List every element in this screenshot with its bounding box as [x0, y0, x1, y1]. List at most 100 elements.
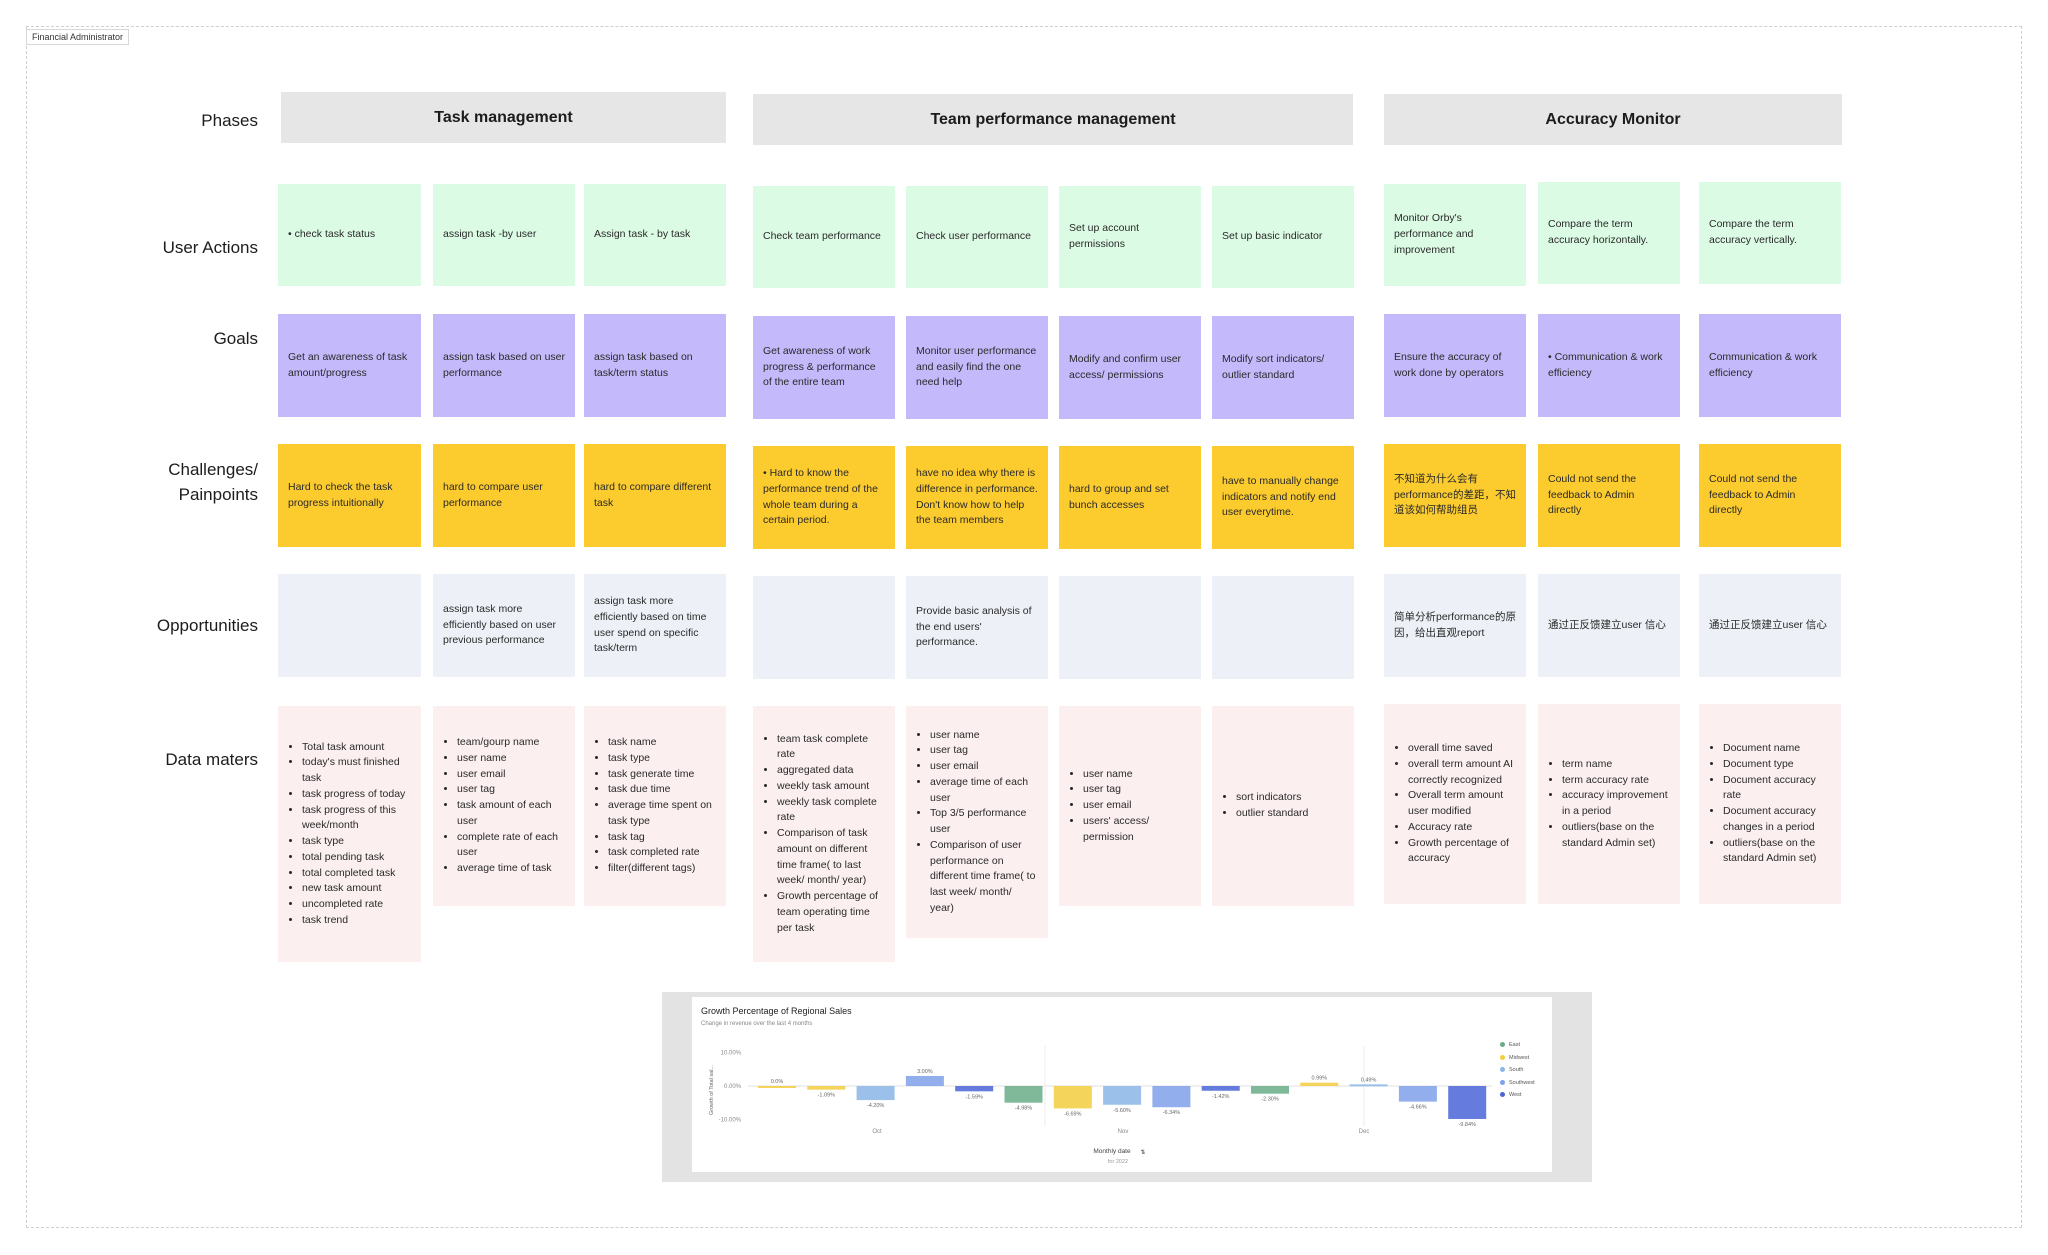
legend-swatch [1500, 1092, 1505, 1098]
data-item: Document name [1723, 741, 1831, 757]
data-item: user tag [457, 782, 565, 798]
data-item: outliers(base on the standard Admin set) [1562, 820, 1670, 852]
opportunity-card-8: 通过正反馈建立user 信心 [1538, 574, 1680, 677]
goal-card-text: Communication & work efficiency [1709, 350, 1817, 379]
data-item: Growth percentage of team operating time… [777, 889, 885, 936]
challenge-card-5: hard to group and set bunch accesses [1059, 446, 1201, 549]
opportunity-card-0 [278, 574, 421, 677]
user-action-card-6: Set up basic indicator [1212, 186, 1354, 288]
chart-subtitle: Change in revenue over the last 4 months [701, 1021, 813, 1027]
goal-card-text: Get awareness of work progress & perform… [763, 344, 876, 389]
user-action-card-text: Compare the term accuracy horizontally. [1548, 218, 1649, 246]
data-item: task progress of today [302, 787, 411, 803]
challenge-card-text: Hard to check the task progress intuitio… [288, 480, 393, 509]
data-item: task amount of each user [457, 798, 565, 830]
challenge-card-text: 不知道为什么会有performance的差距，不知道该如何帮助组员 [1394, 472, 1516, 517]
opportunity-card-text: 简单分析performance的原因，给出直观report [1394, 610, 1516, 639]
row-label-0: Phases [201, 111, 258, 130]
challenge-card-text: have to manually change indicators and n… [1222, 474, 1339, 519]
data-item: sort indicators [1236, 790, 1344, 806]
data-card-8: term nameterm accuracy rateaccuracy impr… [1538, 704, 1680, 904]
legend-swatch [1500, 1054, 1505, 1060]
user-action-card-text: assign task -by user [443, 228, 537, 241]
challenge-card-0: Hard to check the task progress intuitio… [278, 444, 421, 547]
data-item: Comparison of user performance on differ… [930, 838, 1038, 917]
data-item: Document type [1723, 757, 1831, 773]
legend-label: South [1509, 1067, 1524, 1073]
chart-title: Growth Percentage of Regional Sales [701, 1006, 852, 1016]
data-item: total completed task [302, 866, 411, 882]
opportunity-card-text: Provide basic analysis of the end users'… [916, 604, 1032, 649]
data-list: Document nameDocument typeDocument accur… [1709, 741, 1831, 867]
data-card-7: overall time savedoverall term amount AI… [1384, 704, 1526, 904]
data-item: user tag [930, 743, 1038, 759]
legend-item: West [1500, 1089, 1535, 1102]
data-item: overall term amount AI correctly recogni… [1408, 757, 1516, 789]
phase-header-0: Task management [281, 92, 726, 143]
legend-item: South [1500, 1064, 1535, 1077]
chart-panel [692, 997, 1552, 1172]
opportunity-card-6 [1212, 576, 1354, 679]
challenge-card-text: Could not send the feedback to Admin dir… [1548, 472, 1637, 517]
goal-card-2: assign task based on task/term status [584, 314, 726, 417]
row-label-2: Goals [213, 329, 258, 348]
data-item: task type [608, 751, 716, 767]
user-action-card-4: Check user performance [906, 186, 1048, 288]
goal-card-4: Monitor user performance and easily find… [906, 316, 1048, 419]
legend-label: Midwest [1509, 1054, 1530, 1061]
goal-card-text: Modify and confirm user access/ permissi… [1069, 352, 1182, 381]
data-card-1: team/gourp nameuser nameuser emailuser t… [433, 706, 575, 906]
data-item: task tag [608, 830, 716, 846]
data-item: new task amount [302, 881, 411, 897]
row-label-3: Challenges/ Painpoints [168, 460, 258, 504]
data-item: task completed rate [608, 845, 716, 861]
challenge-card-text: hard to compare user performance [443, 480, 543, 509]
goal-card-6: Modify sort indicators/ outlier standard [1212, 316, 1354, 419]
goal-card-9: Communication & work efficiency [1699, 314, 1841, 417]
legend-swatch [1500, 1042, 1505, 1048]
user-action-card-text: • check task status [288, 228, 376, 241]
goal-card-text: Ensure the accuracy of work done by oper… [1394, 350, 1504, 379]
data-item: user email [1083, 798, 1191, 814]
data-item: Growth percentage of accuracy [1408, 836, 1516, 868]
phase-header-2: Accuracy Monitor [1384, 94, 1842, 145]
data-item: team task complete rate [777, 732, 885, 764]
user-action-card-1: assign task -by user [433, 184, 575, 286]
goal-card-7: Ensure the accuracy of work done by oper… [1384, 314, 1526, 417]
user-action-card-5: Set up account permissions [1059, 186, 1201, 288]
user-action-card-text: Assign task - by task [594, 228, 691, 241]
user-action-card-2: Assign task - by task [584, 184, 726, 286]
challenge-card-4: have no idea why there is difference in … [906, 446, 1048, 549]
data-item: total pending task [302, 850, 411, 866]
challenge-card-text: Could not send the feedback to Admin dir… [1709, 472, 1798, 517]
challenge-card-2: hard to compare different task [584, 444, 726, 547]
data-list: overall time savedoverall term amount AI… [1394, 741, 1516, 867]
data-card-0: Total task amounttoday's must finished t… [278, 706, 421, 962]
legend-swatch [1500, 1079, 1505, 1085]
data-item: user tag [1083, 782, 1191, 798]
data-item: user name [1083, 767, 1191, 783]
data-card-6: sort indicatorsoutlier standard [1212, 706, 1354, 906]
data-item: Document accuracy changes in a period [1723, 804, 1831, 836]
challenge-card-9: Could not send the feedback to Admin dir… [1699, 444, 1841, 547]
opportunity-card-text: 通过正反馈建立user 信心 [1709, 618, 1827, 631]
data-list: sort indicatorsoutlier standard [1222, 790, 1344, 822]
goal-card-8: • Communication & work efficiency [1538, 314, 1680, 417]
row-label-1: User Actions [162, 238, 258, 257]
user-action-card-0: • check task status [278, 184, 421, 286]
data-item: user name [930, 728, 1038, 744]
data-item: weekly task amount [777, 779, 885, 795]
goal-card-0: Get an awareness of task amount/progress [278, 314, 421, 417]
opportunity-card-9: 通过正反馈建立user 信心 [1699, 574, 1841, 677]
data-card-2: task nametask typetask generate timetask… [584, 706, 726, 906]
data-item: Total task amount [302, 740, 411, 756]
challenge-card-text: have no idea why there is difference in … [916, 467, 1038, 527]
user-action-card-8: Compare the term accuracy horizontally. [1538, 182, 1680, 284]
data-item: user email [457, 767, 565, 783]
challenge-card-text: hard to compare different task [594, 480, 712, 509]
opportunity-card-2: assign task more efficiently based on ti… [584, 574, 726, 677]
data-item: accuracy improvement in a period [1562, 788, 1670, 820]
challenge-card-6: have to manually change indicators and n… [1212, 446, 1354, 549]
user-action-card-7: Monitor Orby's performance and improveme… [1384, 184, 1526, 286]
legend-label: West [1509, 1092, 1522, 1098]
